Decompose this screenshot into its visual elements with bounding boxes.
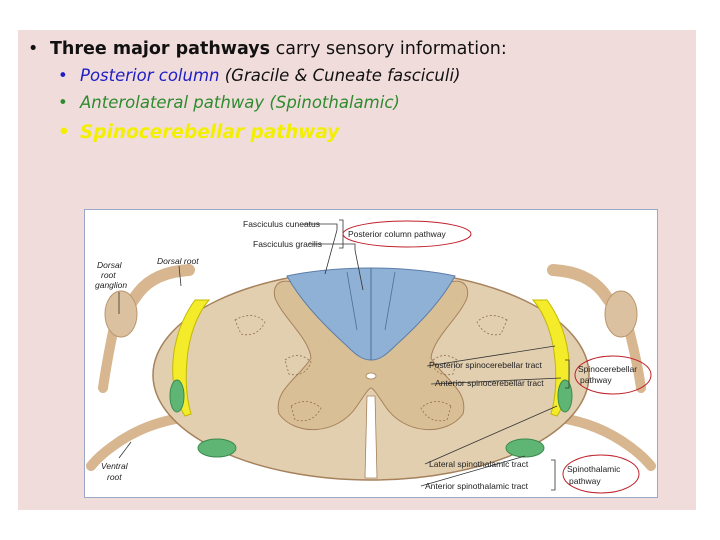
leader-lines	[118, 219, 570, 491]
label-dorsal-root-ganglion-2: root	[101, 270, 116, 280]
leader-lateral-spinothalamic	[424, 405, 558, 465]
label-anterior-spinothalamic-tract: Anterior spinothalamic tract	[425, 481, 529, 491]
label-spinocerebellar-pathway-1: Spinocerebellar	[578, 364, 637, 374]
bracket-spinothalamic	[551, 459, 556, 491]
bullet-dot: •	[28, 39, 39, 59]
bullet-spinocerebellar: • Spinocerebellar pathway	[58, 116, 688, 150]
right-dorsal-root-ganglion	[604, 290, 638, 338]
left-lateral-spinothalamic-tract	[169, 379, 185, 413]
right-lateral-spinothalamic-tract	[557, 379, 573, 413]
label-dorsal-root: Dorsal root	[157, 256, 199, 266]
bullet-posterior-column: • Posterior column (Gracile & Cuneate fas…	[58, 62, 688, 89]
bullet-main-rest: carry sensory information:	[270, 39, 507, 59]
bullet-dot: •	[58, 122, 70, 143]
label-ventral-root-1: Ventral	[101, 461, 129, 471]
leader-dorsal-root	[178, 265, 182, 287]
diagram-labels: Fasciculus cuneatus Fasciculus gracilis …	[95, 219, 637, 491]
label-dorsal-root-ganglion-3: ganglion	[95, 280, 127, 290]
neuron-outlines	[234, 315, 508, 422]
highlight-posterior-column-pathway	[342, 220, 472, 248]
left-ventral-root	[86, 413, 186, 471]
central-canal	[365, 372, 377, 380]
leader-anterior-spinothalamic	[420, 455, 526, 487]
bullet-dot: •	[58, 93, 68, 112]
bullet-main: • Three major pathways carry sensory info…	[28, 36, 688, 62]
leader-ventral-root	[118, 441, 132, 459]
leader-posterior-spinocerebellar	[426, 345, 556, 367]
leader-fasciculus-cuneatus	[303, 223, 338, 275]
label-posterior-spinocerebellar-tract: Posterior spinocerebellar tract	[429, 360, 543, 370]
label-dorsal-root-ganglion-1: Dorsal	[97, 260, 123, 270]
spinal-cord-svg: Fasciculus cuneatus Fasciculus gracilis …	[86, 219, 656, 494]
spinocerebellar-text: Spinocerebellar pathway	[80, 122, 340, 143]
neuron-left-3	[234, 315, 266, 336]
label-spinocerebellar-pathway-2: pathway	[580, 375, 612, 385]
anterolateral-text: Anterolateral pathway (Spinothalamic)	[80, 93, 400, 112]
neuron-right-2	[420, 401, 452, 422]
posterior-column-detail: (Gracile & Cuneate fasciculi)	[219, 66, 461, 85]
label-spinothalamic-pathway-1: Spinothalamic	[567, 464, 621, 474]
bullet-main-bold: Three major pathways	[50, 39, 271, 59]
leader-fasciculus-gracilis	[309, 243, 364, 291]
bracket-spinocerebellar	[565, 359, 570, 389]
left-anterior-spinothalamic-tract	[197, 438, 237, 458]
left-septum	[346, 271, 358, 331]
highlight-spinothalamic-pathway	[562, 454, 640, 494]
neuron-right-3	[476, 315, 508, 336]
label-posterior-column-pathway: Posterior column pathway	[348, 229, 447, 239]
neuron-left-1	[284, 355, 312, 376]
label-fasciculus-gracilis: Fasciculus gracilis	[253, 239, 322, 249]
label-lateral-spinothalamic-tract: Lateral spinothalamic tract	[429, 459, 529, 469]
posterior-column-text: Posterior column	[80, 66, 220, 85]
bullet-anterolateral: • Anterolateral pathway (Spinothalamic)	[58, 89, 688, 116]
label-anterior-spinocerebellar-tract: Anterior spinocerebellar tract	[435, 378, 544, 388]
highlight-spinocerebellar-pathway	[574, 355, 652, 395]
right-anterior-spinothalamic-tract	[505, 438, 545, 458]
right-septum	[384, 271, 396, 331]
leader-anterior-spinocerebellar	[430, 377, 562, 385]
neuron-left-2	[290, 401, 322, 422]
spinal-cord-diagram: Fasciculus cuneatus Fasciculus gracilis …	[84, 209, 658, 498]
label-fasciculus-cuneatus: Fasciculus cuneatus	[243, 219, 320, 229]
neuron-right-1	[430, 355, 458, 376]
bullet-dot: •	[58, 66, 68, 85]
left-dorsal-root-ganglion	[104, 290, 138, 338]
anterior-median-fissure	[364, 395, 378, 479]
label-spinothalamic-pathway-2: pathway	[569, 476, 601, 486]
bullet-list: • Three major pathways carry sensory info…	[28, 36, 688, 150]
right-ventral-root	[556, 413, 656, 471]
label-ventral-root-2: root	[107, 472, 122, 482]
